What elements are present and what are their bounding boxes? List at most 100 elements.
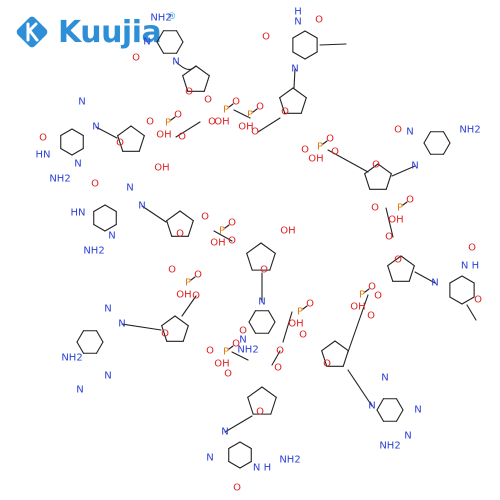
phosphate-7-o-double: O — [174, 110, 182, 121]
cytosine-ring-3 — [248, 321, 257, 334]
thymine-ring-1 — [304, 51, 318, 60]
thymine1-o2: O — [262, 32, 270, 43]
sugar1-o: O — [185, 87, 193, 98]
cytosine1-n1: N — [172, 57, 179, 68]
sugar8-o: O — [176, 229, 184, 240]
phosphate-6-p: P — [297, 307, 303, 318]
sugar-ring-5 — [334, 340, 349, 352]
sugar10-o: O — [256, 407, 264, 418]
guanine-ring-3 — [239, 460, 252, 469]
cytosine1-n3: N — [143, 37, 150, 48]
glycosidic-bond-2 — [293, 68, 296, 89]
sugar5-o5: O — [276, 346, 284, 357]
cytosine-ring-3 — [248, 310, 257, 323]
cytosine-ring-3 — [267, 321, 276, 334]
guanine2-n9: N — [138, 201, 145, 212]
thymine-ring-1 — [292, 51, 306, 60]
cytosine2-nh2: NH2 — [459, 125, 480, 136]
adenine-ring-2 — [95, 341, 104, 354]
sugar8-o5b: O — [192, 291, 200, 302]
phosphate-3-p: P — [317, 142, 323, 153]
sugar-ring-6 — [246, 242, 262, 254]
sugar-ring-1 — [182, 75, 189, 92]
kuujia-logo: Kuujia ® — [12, 10, 176, 54]
phosphate-5-oh: OH — [350, 302, 365, 313]
adenine-ring-2 — [76, 341, 85, 354]
thymine1-methyl — [319, 43, 347, 46]
sugar4-o5b: O — [367, 311, 375, 322]
phosphate-2-o-double: O — [256, 102, 264, 113]
sugar6-oh: OH — [280, 226, 295, 237]
thymine1-n1: N — [291, 64, 298, 75]
sugar-ring-6 — [246, 252, 253, 271]
phosphate-3-oh: OH — [308, 154, 323, 165]
phosphate-6-o-double: O — [306, 299, 314, 310]
sugar-ring-7 — [117, 125, 132, 137]
phosphate-6-oh: OH — [288, 319, 303, 330]
thymine2-methyl — [466, 304, 477, 321]
sugar3-o5: O — [331, 147, 339, 158]
phosphate-1-o-double: O — [232, 97, 240, 108]
cytosine-ring-2 — [442, 142, 451, 155]
phosphate-10-p: P — [223, 347, 229, 358]
sugar-ring-8 — [187, 220, 194, 237]
adenine2-n3: N — [104, 371, 111, 382]
sugar6-o5: O — [228, 236, 236, 247]
sugar-ring-5 — [321, 350, 328, 367]
sugar7-o5: O — [178, 132, 186, 143]
sugar-ring-4 — [408, 265, 415, 282]
sugar2-o: O — [281, 107, 289, 118]
sugar4-o5: O — [385, 232, 393, 243]
sugar-ring-2 — [300, 97, 307, 114]
phosphate-3-o-double: O — [326, 134, 334, 145]
thymine1-o4: O — [315, 15, 323, 26]
thymine2-nh: N H — [461, 261, 479, 272]
cytosine2-n3: N — [406, 127, 413, 138]
sugar-ring-8 — [166, 210, 181, 222]
phosphate-3-bond — [322, 140, 328, 145]
phosphate-9-oh: OH — [176, 290, 191, 301]
sugar5-o3: O — [299, 330, 307, 341]
adenine1-nh2: NH2 — [379, 441, 400, 452]
phosphate-7-oh: OH — [156, 130, 171, 141]
guanine-ring-2 — [104, 204, 117, 213]
thymine-ring-2 — [449, 275, 463, 284]
sugar8-o5: O — [168, 265, 176, 276]
guanine-ring-1 — [60, 128, 73, 137]
adenine1-n1: N — [414, 405, 421, 416]
guanine3-o6: O — [233, 483, 241, 494]
cytosine3-n3: N — [239, 335, 246, 346]
cytosine-ring-1 — [175, 41, 184, 54]
guanine3-n9: N — [221, 427, 228, 438]
sugar10-o5: O — [274, 363, 282, 374]
phosphate-2-bond — [252, 108, 258, 113]
cytosine3-nh2: NH2 — [237, 345, 258, 356]
phosphate-6-bond — [302, 305, 308, 310]
backbone-4 — [385, 207, 394, 238]
guanine-ring-2 — [104, 223, 117, 232]
phosphate-9-bond — [190, 276, 196, 281]
guanine1-nh2: NH2 — [49, 174, 70, 185]
phosphate-4-oh: OH — [388, 215, 403, 226]
backbone-11 — [213, 230, 233, 242]
phosphate-10-oh: OH — [214, 359, 229, 370]
backbone-5 — [347, 294, 369, 353]
guanine3-n7: N — [206, 453, 213, 464]
sugar-ring-4 — [387, 255, 402, 267]
guanine3-nh: N H — [253, 463, 271, 474]
sugar2-o5: O — [251, 127, 259, 138]
guanine1-n9: N — [92, 122, 99, 133]
sugar1-o3: O — [204, 95, 212, 106]
thymine-ring-2 — [461, 296, 475, 305]
sugar-ring-9 — [174, 315, 189, 327]
guanine2-o6: O — [91, 179, 99, 190]
sugar-ring-9 — [161, 315, 176, 327]
backbone-6 — [282, 311, 293, 343]
cytosine1-nh2: NH2 — [150, 13, 171, 24]
phosphate-9-p: P — [185, 278, 191, 289]
phosphate-2-p: P — [247, 110, 253, 121]
bond-layer — [60, 30, 477, 469]
guanine-ring-2 — [93, 204, 106, 213]
backbone-3 — [327, 149, 369, 173]
